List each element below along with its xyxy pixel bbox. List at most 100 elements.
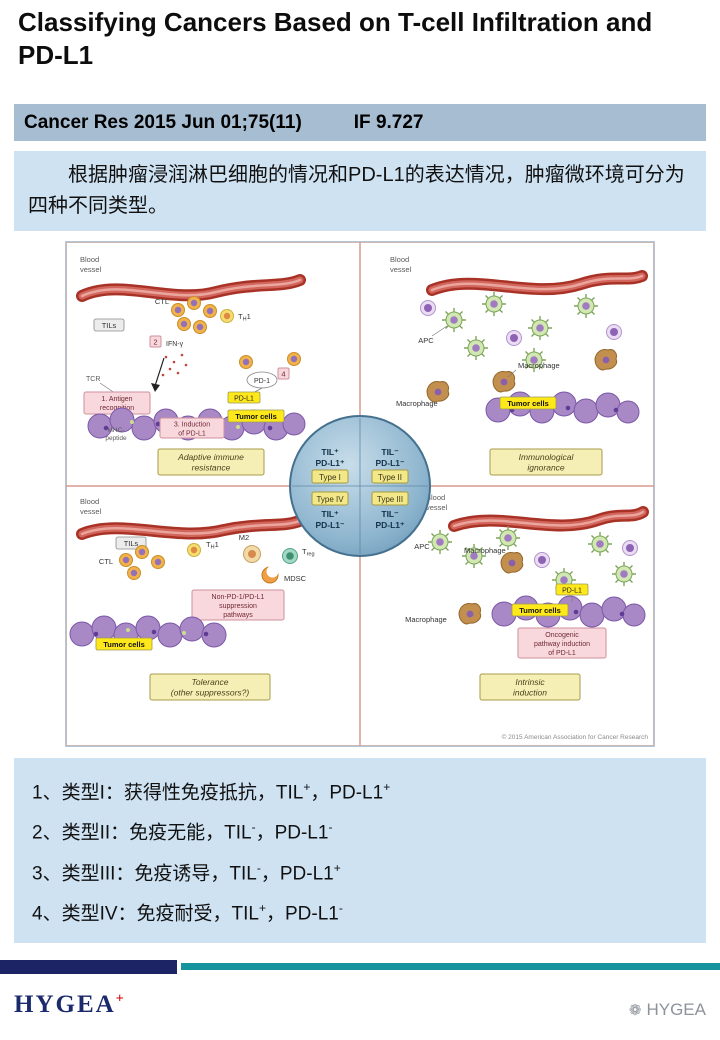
- svg-text:induction: induction: [513, 688, 547, 698]
- svg-text:Adaptive immune: Adaptive immune: [177, 452, 244, 462]
- svg-text:4: 4: [281, 370, 285, 379]
- macrophage-label-top: Macrophage: [464, 546, 506, 555]
- svg-text:Oncogenic: Oncogenic: [545, 632, 579, 639]
- ctl-label: CTL: [155, 297, 169, 306]
- banner-adaptive-immune-resistance: Adaptive immune resistance: [157, 448, 265, 476]
- page-title: Classifying Cancers Based on T-cell Infi…: [18, 7, 653, 71]
- th1-label: TH1: [206, 540, 219, 551]
- svg-text:pathway induction: pathway induction: [534, 641, 590, 648]
- svg-text:Intrinsic: Intrinsic: [515, 677, 545, 687]
- svg-text:suppression: suppression: [219, 603, 257, 610]
- svg-text:Tumor cells: Tumor cells: [235, 412, 277, 421]
- treg-cell: [282, 548, 298, 564]
- tumor-cells-label-box: Tumor cells: [511, 603, 569, 617]
- type3-til: TIL⁻: [381, 509, 399, 519]
- svg-text:Tumor cells: Tumor cells: [519, 606, 561, 615]
- svg-text:resistance: resistance: [192, 463, 231, 473]
- svg-text:Type IV: Type IV: [316, 495, 344, 504]
- watermark-text: HYGEA: [646, 1000, 706, 1019]
- svg-text:Type I: Type I: [319, 473, 341, 482]
- apc-cells: [427, 525, 637, 593]
- svg-text:Tumor cells: Tumor cells: [507, 399, 549, 408]
- tumor-cells-label-box: Tumor cells: [227, 409, 285, 423]
- conclusion-line: 4、类型IV：免疫耐受，TIL+，PD-L1-: [32, 900, 343, 925]
- macrophage-label-left: Macrophage: [405, 615, 447, 624]
- ifn-gamma-label: IFN-γ: [166, 341, 184, 348]
- macrophage-leader-line: [507, 369, 517, 378]
- svg-text:recognition: recognition: [100, 405, 134, 412]
- apc-leader-line: [431, 325, 448, 337]
- macrophage-label-right: Macrophage: [518, 361, 560, 370]
- svg-text:Tolerance: Tolerance: [191, 677, 228, 687]
- conclusion-line: 1、类型I：获得性免疫抵抗，TIL+，PD-L1+: [32, 780, 391, 804]
- hygea-logo: HYGEA+: [14, 991, 126, 1018]
- type4-box: Type IV: [311, 491, 349, 506]
- type-classification-circle: TIL⁺ PD-L1⁺ Type I TIL⁻ PD-L1⁻ Type II T…: [289, 415, 431, 557]
- mhc-label: MHC-: [108, 427, 125, 434]
- intro-panel: 根据肿瘤浸润淋巴细胞的情况和PD-L1的表达情况，肿瘤微环境可分为四种不同类型。: [14, 151, 706, 231]
- induction-pdl1-box: 3. Induction of PD-L1: [159, 417, 225, 439]
- type4-til: TIL⁺: [321, 509, 339, 519]
- macrophage-label-left: Macrophage: [396, 399, 438, 408]
- svg-text:vessel: vessel: [390, 265, 412, 274]
- tcr-label: TCR: [86, 376, 100, 383]
- svg-text:ignorance: ignorance: [527, 463, 565, 473]
- blood-vessel: [76, 274, 306, 302]
- banner-tolerance: Tolerance (other suppressors?): [149, 673, 271, 701]
- logo-cross-mark: +: [115, 991, 126, 1007]
- type2-til: TIL⁻: [381, 447, 399, 457]
- svg-text:3. Induction: 3. Induction: [174, 422, 210, 429]
- pdl1-label-box: PD-L1: [227, 391, 261, 404]
- svg-text:(other suppressors?): (other suppressors?): [171, 688, 250, 698]
- ctl-cells: [119, 545, 165, 580]
- apc-label: APC: [418, 336, 434, 345]
- svg-text:TILs: TILs: [124, 539, 139, 548]
- svg-text:peptide: peptide: [105, 435, 127, 442]
- svg-text:Type III: Type III: [377, 495, 403, 504]
- blood-vessel-label: Blood: [390, 255, 409, 264]
- citation-bar: Cancer Res 2015 Jun 01;75(11) IF 9.727: [14, 104, 706, 141]
- quadrant-tolerance: Blood vessel TILs CTL TH1 M2 Treg MDSC N…: [69, 497, 315, 701]
- pd1-label: PD-1: [246, 371, 278, 389]
- tumor-cells-label-box: Tumor cells: [499, 396, 557, 410]
- svg-text:TILs: TILs: [102, 321, 117, 330]
- svg-text:Type II: Type II: [378, 473, 402, 482]
- apc-label: APC: [414, 542, 430, 551]
- tils-label-box: TILs: [93, 318, 125, 332]
- type3-pdl1: PD-L1⁺: [375, 520, 405, 530]
- citation-impact-factor: IF 9.727: [353, 111, 424, 133]
- type2-pdl1: PD-L1⁻: [375, 458, 405, 468]
- conclusion-line: 2、类型II：免疫无能，TIL-，PD-L1-: [32, 820, 333, 844]
- step-2-box: 2: [149, 335, 162, 348]
- th1-label: TH1: [238, 312, 251, 323]
- svg-text:Immunological: Immunological: [519, 452, 575, 462]
- svg-text:1. Antigen: 1. Antigen: [101, 396, 132, 403]
- svg-text:Non-PD-1/PD-L1: Non-PD-1/PD-L1: [212, 594, 265, 601]
- tumor-cells-label-box: Tumor cells: [95, 637, 153, 651]
- figure-svg: Blood vessel CTL TILs TH1 2 IFN-γ: [66, 242, 654, 746]
- svg-text:of PD-L1: of PD-L1: [548, 650, 576, 657]
- citation-reference: Cancer Res 2015 Jun 01;75(11): [24, 111, 302, 133]
- svg-text:PD-L1: PD-L1: [562, 588, 582, 595]
- svg-text:vessel: vessel: [80, 507, 102, 516]
- blood-vessel: [426, 270, 648, 296]
- ifn-gamma-particles: [161, 353, 188, 377]
- blood-vessel-label: Blood: [80, 497, 99, 506]
- th1-cell: [187, 543, 201, 557]
- type4-pdl1: PD-L1⁻: [315, 520, 345, 530]
- round-immune-cells: [534, 540, 638, 568]
- footer-teal-bar: [181, 963, 720, 970]
- type2-box: Type II: [371, 469, 409, 484]
- m2-label: M2: [239, 533, 249, 542]
- svg-text:vessel: vessel: [80, 265, 102, 274]
- svg-text:2: 2: [153, 338, 157, 347]
- svg-text:pathways: pathways: [223, 612, 253, 619]
- ctl-cells: [171, 296, 301, 369]
- apc-cells: [441, 291, 599, 373]
- svg-text:PD-L1: PD-L1: [234, 396, 254, 403]
- blood-vessel: [76, 514, 308, 540]
- suppression-pathways-box: Non-PD-1/PD-L1 suppression pathways: [191, 589, 285, 621]
- type1-box: Type I: [311, 469, 349, 484]
- quadrant-adaptive-immune-resistance: Blood vessel CTL TILs TH1 2 IFN-γ: [76, 255, 306, 476]
- footer-navy-bar: [0, 960, 177, 974]
